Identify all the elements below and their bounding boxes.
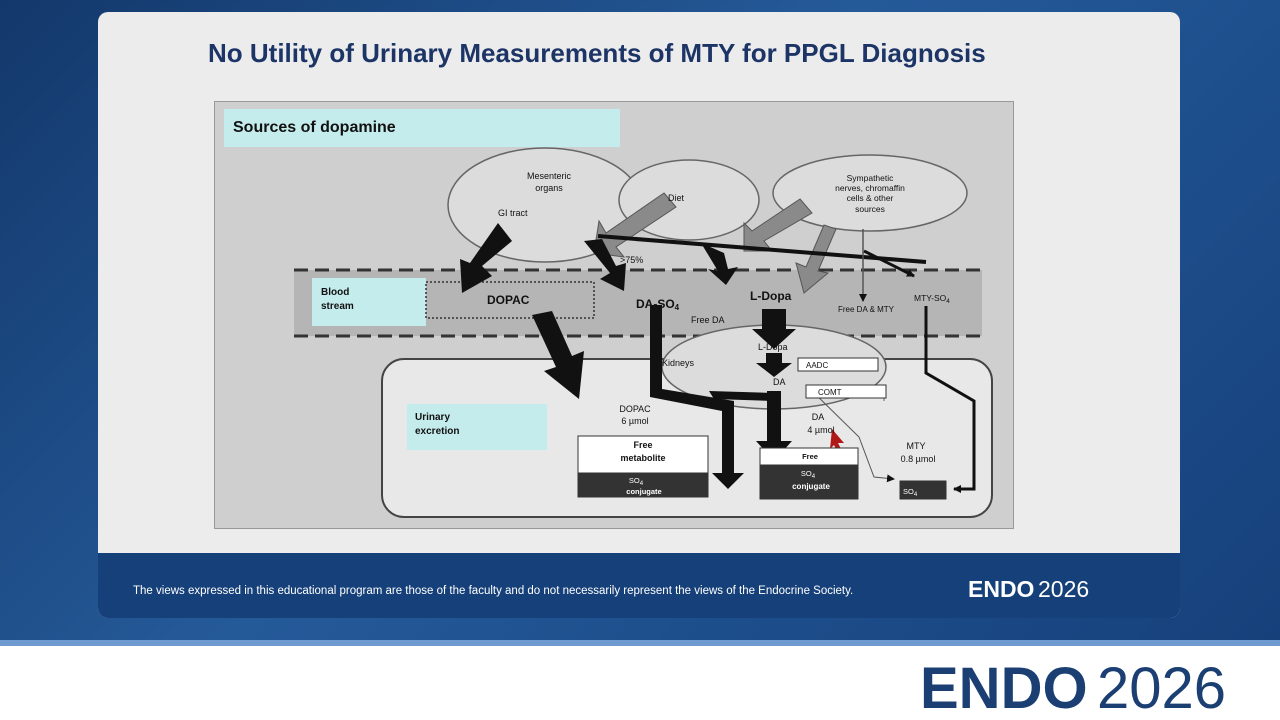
percent-label: >75%	[620, 255, 643, 265]
mty-so4-bar	[899, 480, 947, 500]
dopamine-diagram: Sources of dopamine Blood stream Urinary…	[214, 101, 1014, 529]
sympathetic-arrow-2	[795, 224, 837, 294]
urinary-label-2: excretion	[415, 426, 459, 437]
sympathetic-label-3: cells & other	[847, 193, 894, 203]
to-mty-arrow	[863, 249, 915, 278]
sympathetic-ellipse	[772, 154, 968, 232]
dopac-dotted-box	[425, 281, 595, 319]
dopac-so4-text: SO	[629, 476, 640, 485]
urinary-label-box	[407, 404, 547, 450]
mty-amount-label-2: 0.8 µmol	[901, 454, 936, 464]
mty-so4-bar-label: SO4	[903, 487, 918, 498]
da-so4-bar-label: SO4	[801, 469, 816, 480]
dopac-amount-label-1: DOPAC	[619, 404, 651, 414]
comt-label: COMT	[818, 388, 842, 397]
free-metabolite-label-2: metabolite	[620, 453, 665, 463]
pointer-icon	[830, 429, 844, 453]
mty-so4-subscript: 4	[946, 298, 950, 305]
heading-text: Sources of dopamine	[233, 119, 396, 136]
blood-stream-label-2: stream	[321, 301, 354, 312]
dopac-blood-label: DOPAC	[487, 293, 530, 307]
logo-brand: ENDO	[968, 576, 1034, 601]
free-da-mty-label: Free DA & MTY	[838, 305, 895, 314]
dopac-so4-bar	[577, 472, 709, 498]
logo-year: 2026	[1038, 576, 1089, 601]
comt-box	[805, 384, 887, 399]
mty-so4-bar-subscript: 4	[914, 492, 918, 498]
da-so4-bar	[759, 464, 859, 500]
logo-brand-large: ENDO	[920, 656, 1088, 714]
blood-stream-label-1: Blood	[321, 287, 349, 298]
da-amount-label-1: DA	[812, 412, 825, 422]
gi-to-dopac-arrow	[460, 223, 512, 293]
sympathetic-label-2: nerves, chromaffin	[835, 183, 905, 193]
mesenteric-label-2: organs	[535, 183, 563, 193]
dopac-conjugate-label: conjugate	[626, 487, 661, 496]
kidneys-label: Kidneys	[662, 358, 695, 368]
da-amount-label-2: 4 µmol	[807, 425, 834, 435]
da-free-label: Free	[802, 452, 818, 461]
heading-box	[224, 109, 620, 147]
sympathetic-label-1: Sympathetic	[847, 173, 895, 183]
urinary-label-1: Urinary	[415, 412, 450, 423]
slide-footer	[98, 553, 1180, 618]
mesenteric-label-1: Mesenteric	[527, 171, 572, 181]
gi-tract-label: GI tract	[498, 208, 528, 218]
dopac-to-urine-arrow	[532, 311, 584, 399]
free-da-connector	[709, 391, 774, 401]
free-metabolite-label-1: Free	[633, 440, 652, 450]
da-to-free-arrow	[756, 391, 792, 461]
kidney-ldopa-label: L-Dopa	[758, 342, 788, 352]
da-conjugate-label: conjugate	[792, 482, 830, 491]
da-so4-bar-subscript: 4	[812, 474, 816, 480]
comt-arrow	[805, 384, 895, 483]
sympathetic-arrow-1	[743, 198, 813, 252]
logo-year-large: 2026	[1097, 656, 1226, 714]
diet-label: Diet	[668, 193, 685, 203]
disclaimer-text: The views expressed in this educational …	[133, 585, 854, 597]
endo-logo-large: ENDO 2026	[920, 656, 1226, 714]
mty-so4-label: MTY-SO4	[914, 293, 950, 305]
dopac-amount-label-2: 6 µmol	[621, 416, 648, 426]
to-ldopa-arrow	[701, 243, 738, 285]
dasO4-to-urine-arrow	[650, 305, 744, 489]
mty-so4-text: MTY-SO	[914, 293, 947, 303]
top-pathway-line	[597, 234, 927, 264]
ldopa-blood-label: L-Dopa	[750, 289, 792, 303]
dopac-so4-label: SO4	[629, 476, 644, 487]
aadc-box	[797, 357, 879, 372]
kidney-ldopa-to-da-arrow	[756, 353, 792, 377]
sympathetic-label-4: sources	[855, 204, 885, 214]
da-so4-label: DA-SO4	[636, 297, 680, 312]
dopac-so4-subscript: 4	[640, 481, 644, 487]
mty-to-urine-arrow	[924, 306, 976, 493]
endo-logo-small: ENDO 2026	[968, 576, 1089, 601]
da-so4-text: DA-SO	[636, 297, 675, 311]
gi-to-dasO4-arrow	[584, 239, 626, 291]
slide-title: No Utility of Urinary Measurements of MT…	[208, 38, 986, 68]
da-so4-bar-text: SO	[801, 469, 812, 478]
blood-stream-box	[312, 278, 426, 326]
background-divider	[0, 640, 1280, 646]
mty-amount-label-1: MTY	[907, 441, 926, 451]
mty-so4-bar-text: SO	[903, 487, 914, 496]
kidney-da-label: DA	[773, 377, 786, 387]
bottom-bar	[0, 646, 1280, 720]
da-so4-subscript: 4	[675, 303, 680, 312]
free-da-label: Free DA	[691, 315, 725, 325]
ldopa-to-kidney-arrow	[752, 309, 796, 349]
aadc-label: AADC	[806, 361, 828, 370]
